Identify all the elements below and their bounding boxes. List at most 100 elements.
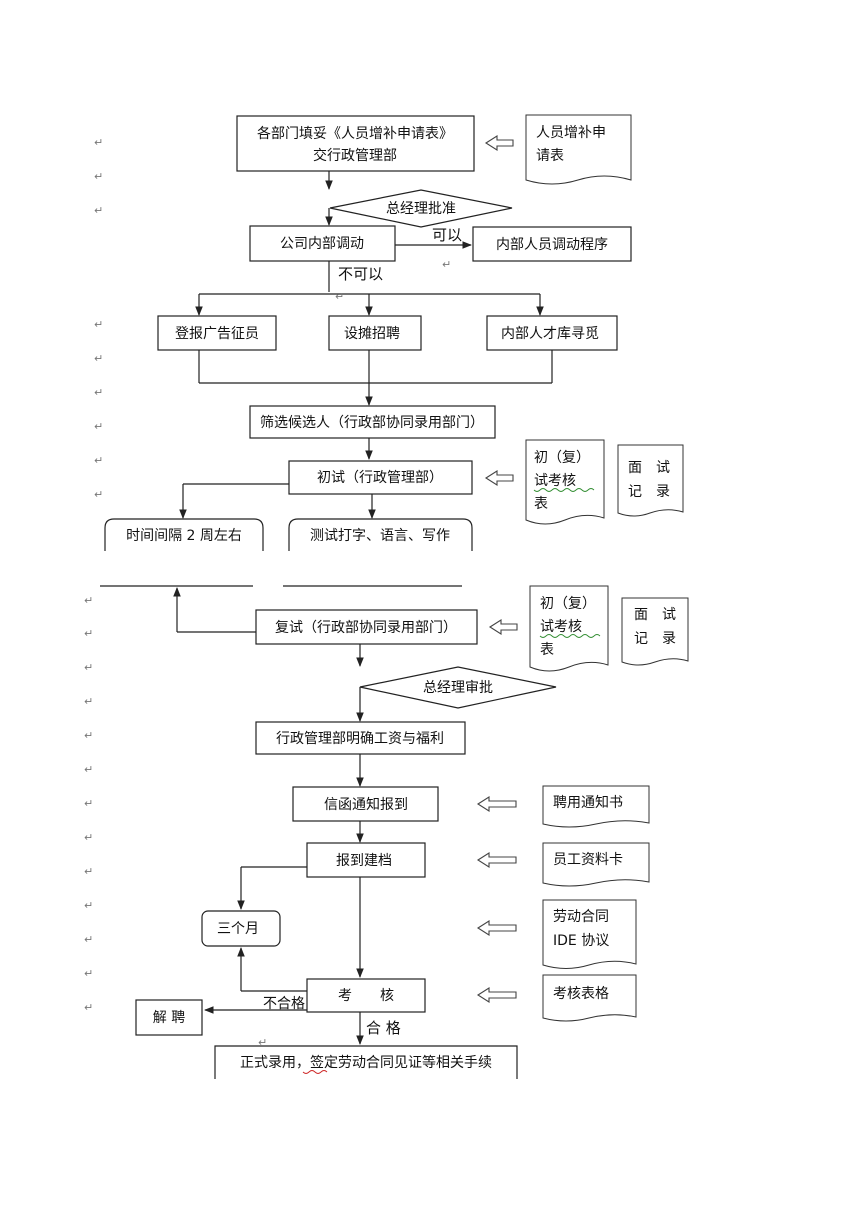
contract-line2: IDE 协议 <box>553 933 609 949</box>
svg-text:↵: ↵ <box>94 420 103 433</box>
hollow-arrow-icon <box>484 134 514 152</box>
hollow-arrow-icon <box>476 986 517 1004</box>
hollow-arrow-icon <box>484 469 514 487</box>
internal-procedure-label: 内部人员调动程序 <box>496 237 608 253</box>
formal-hire-box: 正式录用，签定劳动合同见证等相关手续 <box>214 1045 518 1079</box>
booth-recruit-label: 设摊招聘 <box>344 326 400 342</box>
eval-form-doc-2: 初（复） 试考核 表 <box>529 585 609 672</box>
internal-transfer-box: 公司内部调动 <box>249 225 396 262</box>
first-interview-label: 初试（行政管理部） <box>317 469 443 486</box>
svg-text:↵: ↵ <box>84 763 93 776</box>
assessment-label: 考 核 <box>338 988 394 1004</box>
svg-text:↵: ↵ <box>84 729 93 742</box>
gm-approve-decision: 总经理批准 <box>329 189 513 228</box>
svg-text:↵: ↵ <box>94 386 103 399</box>
svg-text:↵: ↵ <box>84 865 93 878</box>
offer-letter-label: 聘用通知书 <box>553 794 623 811</box>
salary-benefit-box: 行政管理部明确工资与福利 <box>255 721 466 755</box>
svg-text:↵: ↵ <box>84 899 93 912</box>
register-file-label: 报到建档 <box>336 853 392 869</box>
dept-fill-line2: 交行政管理部 <box>313 147 397 164</box>
paragraph-marks: ↵ ↵ ↵ ↵ ↵ ↵ ↵ ↵ ↵ ↵ ↵ ↵ ↵ ↵ ↵ ↵ ↵ ↵ ↵ ↵ … <box>84 136 451 1049</box>
svg-text:↵: ↵ <box>84 967 93 980</box>
tests-label: 测试打字、语言、写作 <box>310 527 450 544</box>
dept-fill-line1: 各部门填妥《人员增补申请表》 <box>257 126 453 142</box>
three-months-label: 三个月 <box>217 921 259 937</box>
dept-fill-box: 各部门填妥《人员增补申请表》 交行政管理部 <box>236 115 475 172</box>
hollow-arrow-icon <box>488 618 518 636</box>
svg-text:↵: ↵ <box>84 627 93 640</box>
svg-text:↵: ↵ <box>84 797 93 810</box>
edge-label-cannot: 不可以 <box>338 265 383 283</box>
interview-record-2-line2: 记 录 <box>634 631 676 647</box>
eval-form-2-line2: 试考核 <box>540 619 582 635</box>
svg-text:↵: ↵ <box>84 661 93 674</box>
svg-text:↵: ↵ <box>84 933 93 946</box>
internal-procedure-box: 内部人员调动程序 <box>472 226 632 262</box>
second-interview-label: 复试（行政部协同录用部门） <box>275 619 457 636</box>
notify-letter-label: 信函通知报到 <box>324 796 408 813</box>
eval-form-1-line3: 表 <box>534 496 548 512</box>
contract-line1: 劳动合同 <box>553 909 609 925</box>
svg-text:↵: ↵ <box>94 454 103 467</box>
hollow-arrow-icon <box>476 851 517 869</box>
assess-form-doc: 考核表格 <box>542 974 637 1022</box>
edge-label-pass: 合 格 <box>366 1019 401 1037</box>
svg-text:↵: ↵ <box>442 258 451 271</box>
offer-letter-doc: 聘用通知书 <box>542 785 650 828</box>
gm-approve-label: 总经理批准 <box>386 201 456 217</box>
svg-text:↵: ↵ <box>84 695 93 708</box>
assess-form-label: 考核表格 <box>553 986 609 1002</box>
hollow-arrow-icon <box>476 919 517 937</box>
first-interview-box: 初试（行政管理部） <box>288 460 473 495</box>
internal-transfer-label: 公司内部调动 <box>280 236 364 252</box>
svg-text:↵: ↵ <box>94 488 103 501</box>
svg-text:↵: ↵ <box>94 318 103 331</box>
staff-request-form-line1: 人员增补申 <box>536 125 606 141</box>
staff-request-form-line2: 请表 <box>536 148 564 164</box>
staff-request-form-doc: 人员增补申 请表 <box>525 114 632 185</box>
svg-text:↵: ↵ <box>94 204 103 217</box>
eval-form-1-line1: 初（复） <box>534 449 590 466</box>
dismiss-label: 解 聘 <box>153 1010 185 1026</box>
booth-recruit-box: 设摊招聘 <box>328 315 422 351</box>
time-interval-box: 时间间隔 2 周左右 <box>104 518 264 551</box>
svg-text:↵: ↵ <box>84 1001 93 1014</box>
edge-label-fail: 不合格 <box>263 996 305 1012</box>
interview-record-1-line2: 记 录 <box>628 484 670 500</box>
time-interval-label: 时间间隔 2 周左右 <box>126 528 242 544</box>
svg-text:↵: ↵ <box>94 136 103 149</box>
svg-text:↵: ↵ <box>84 831 93 844</box>
salary-benefit-label: 行政管理部明确工资与福利 <box>276 731 444 747</box>
svg-text:↵: ↵ <box>84 594 93 607</box>
talent-pool-label: 内部人才库寻觅 <box>501 326 599 342</box>
staff-card-doc: 员工资料卡 <box>542 842 650 887</box>
newspaper-ad-box: 登报广告征员 <box>157 315 277 351</box>
three-months-box: 三个月 <box>201 910 281 947</box>
interview-record-doc-2: 面 试 记 录 <box>621 597 689 666</box>
dismiss-box: 解 聘 <box>135 999 203 1036</box>
eval-form-2-line1: 初（复） <box>540 595 596 612</box>
talent-pool-box: 内部人才库寻觅 <box>486 315 618 351</box>
svg-text:↵: ↵ <box>258 1036 267 1049</box>
notify-letter-box: 信函通知报到 <box>292 786 439 822</box>
screening-label: 筛选候选人（行政部协同录用部门） <box>260 415 484 431</box>
contract-doc: 劳动合同 IDE 协议 <box>542 899 637 969</box>
eval-form-1-line2: 试考核 <box>534 473 576 489</box>
tests-box: 测试打字、语言、写作 <box>288 518 473 551</box>
interview-record-1-line1: 面 试 <box>628 460 670 476</box>
register-file-box: 报到建档 <box>306 842 426 878</box>
assessment-box: 考 核 <box>306 978 426 1013</box>
eval-form-2-line3: 表 <box>540 642 554 658</box>
svg-text:↵: ↵ <box>94 170 103 183</box>
formal-hire-label: 正式录用，签定劳动合同见证等相关手续 <box>240 1054 492 1071</box>
interview-record-2-line1: 面 试 <box>634 607 676 623</box>
gm-review-decision: 总经理审批 <box>359 666 557 709</box>
gm-review-label: 总经理审批 <box>423 680 493 696</box>
second-interview-box: 复试（行政部协同录用部门） <box>255 609 478 645</box>
edge-label-can: 可以 <box>432 226 462 244</box>
newspaper-ad-label: 登报广告征员 <box>175 326 259 342</box>
eval-form-doc-1: 初（复） 试考核 表 <box>525 439 605 525</box>
staff-card-label: 员工资料卡 <box>553 852 623 868</box>
